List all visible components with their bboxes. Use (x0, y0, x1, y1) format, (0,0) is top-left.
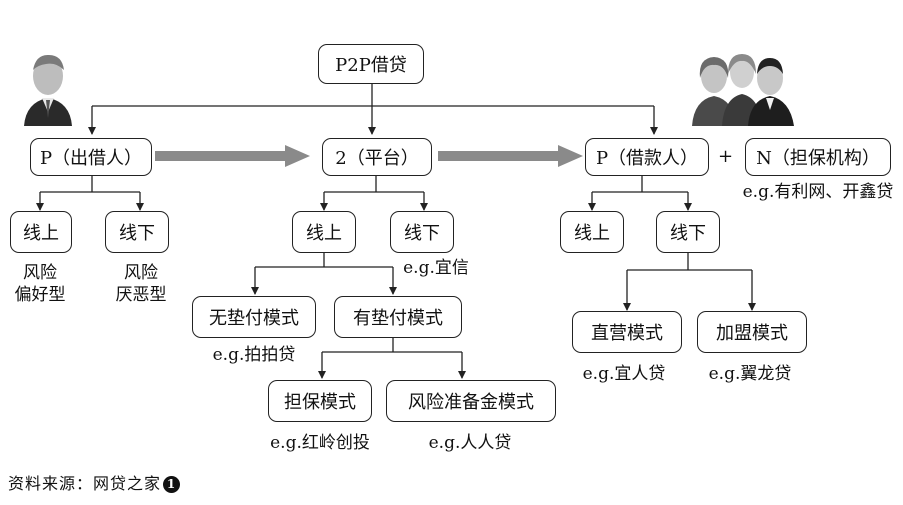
risk-averse-line2: 厌恶型 (115, 285, 167, 305)
borrower-node: P（借款人） (585, 138, 709, 176)
direct-mode-node: 直营模式 (572, 311, 682, 353)
no-advance-example: e.g.拍拍贷 (212, 345, 296, 365)
flow-arrow-platform-to-borrower (438, 145, 583, 167)
borrower-online-node: 线上 (560, 211, 624, 253)
platform-online-node: 线上 (292, 211, 356, 253)
risk-averse-note: 风险 厌恶型 (116, 262, 167, 306)
franchise-example: e.g.翼龙贷 (708, 364, 792, 384)
lender-person-icon (24, 54, 72, 126)
borrowers-group-icon (692, 54, 794, 126)
guarantor-example: e.g.有利网、开鑫贷 (742, 182, 894, 202)
risk-reserve-example: e.g.人人贷 (428, 433, 512, 453)
direct-example: e.g.宜人贷 (582, 364, 666, 384)
plus-sign: + (718, 146, 734, 167)
risk-averse-line1: 风险 (124, 263, 158, 283)
no-advance-mode-node: 无垫付模式 (192, 296, 316, 338)
flow-arrow-lender-to-platform (155, 145, 310, 167)
platform-offline-node: 线下 (390, 211, 454, 253)
platform-offline-example: e.g.宜信 (403, 258, 469, 278)
platform-node: 2（平台） (322, 138, 432, 176)
risk-seeking-note: 风险 偏好型 (15, 262, 66, 306)
p2p-lending-root: P2P借贷 (318, 44, 424, 84)
guarantee-mode-node: 担保模式 (268, 380, 372, 422)
franchise-mode-node: 加盟模式 (697, 311, 807, 353)
guarantor-node: N（担保机构） (745, 138, 891, 176)
risk-reserve-mode-node: 风险准备金模式 (386, 380, 556, 422)
risk-seeking-line1: 风险 (23, 263, 57, 283)
source-label: 资料来源：网贷之家 (8, 474, 162, 493)
footnote-marker-icon: 1 (163, 476, 181, 493)
borrower-offline-node: 线下 (656, 211, 720, 253)
lender-offline-node: 线下 (105, 211, 169, 253)
guarantee-example: e.g.红岭创投 (270, 433, 370, 453)
lender-node: P（出借人） (30, 138, 152, 176)
risk-seeking-line2: 偏好型 (14, 285, 66, 305)
lender-online-node: 线上 (10, 211, 72, 253)
with-advance-mode-node: 有垫付模式 (334, 296, 462, 338)
